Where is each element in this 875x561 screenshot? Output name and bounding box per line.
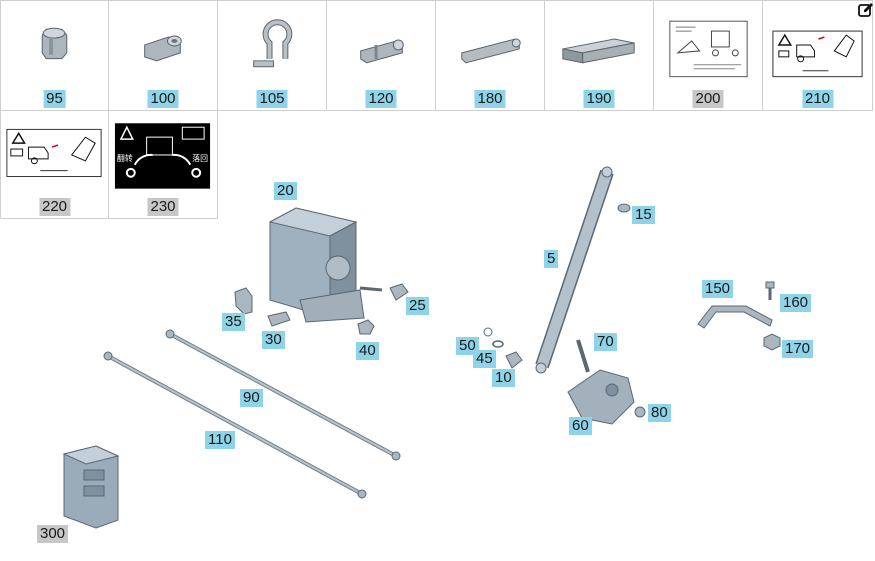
callout-110[interactable]: 110	[205, 431, 235, 449]
block-icon	[562, 38, 635, 64]
thumbnail-number: 180	[474, 90, 506, 108]
thumbnail-190[interactable]: 190	[545, 0, 654, 111]
part-ring-45	[492, 340, 504, 348]
part-bracket-35	[234, 287, 253, 315]
part-plug-40	[357, 319, 375, 335]
part-bracket-60	[567, 369, 635, 425]
callout-5[interactable]: 5	[544, 250, 559, 268]
part-bushing-15	[617, 203, 631, 213]
sleeve-nut-icon	[41, 27, 68, 60]
thumbnail-100[interactable]: 100	[109, 0, 218, 111]
label-sticker-icon	[669, 20, 748, 78]
thumbnail-number: 210	[801, 90, 834, 108]
part-valve-300	[62, 445, 120, 529]
part-fitting-30	[267, 311, 291, 327]
callout-90[interactable]: 90	[240, 389, 263, 407]
connector-sleeve-icon	[360, 39, 404, 64]
part-cylinder-5	[535, 166, 614, 374]
callout-45[interactable]: 45	[473, 350, 496, 368]
callout-15[interactable]: 15	[632, 206, 655, 224]
callout-150[interactable]: 150	[702, 280, 734, 298]
part-line-90	[165, 329, 401, 461]
callout-25[interactable]: 25	[406, 297, 429, 315]
thumbnail-230[interactable]: 翻转 落回 230	[109, 111, 218, 219]
pipe-clamp-icon	[253, 19, 293, 68]
thumbnail-105[interactable]: 105	[218, 0, 327, 111]
tilt-instruction-label-icon: 翻转 落回	[114, 123, 211, 189]
part-fitting-25	[389, 283, 409, 301]
thumbnail-120[interactable]: 120	[327, 0, 436, 111]
thumbnail-number: 100	[147, 90, 179, 108]
part-fitting-10	[505, 351, 523, 369]
callout-35[interactable]: 35	[222, 313, 245, 331]
callout-170[interactable]: 170	[782, 340, 814, 358]
part-nut-170	[763, 333, 781, 351]
thumbnail-220[interactable]: 220	[0, 111, 109, 219]
thumbnail-210[interactable]: 210	[763, 0, 873, 111]
bushing-icon	[144, 35, 182, 62]
callout-70[interactable]: 70	[594, 333, 617, 351]
callout-40[interactable]: 40	[356, 342, 379, 360]
tube-icon	[461, 38, 521, 64]
thumbnail-number: 120	[365, 90, 397, 108]
part-bolt-70	[576, 339, 590, 373]
thumbnail-180[interactable]: 180	[436, 0, 545, 111]
warning-label-icon	[772, 30, 863, 78]
label-230-right-text: 落回	[192, 153, 208, 163]
thumbnail-number: 95	[43, 90, 66, 108]
label-230-left-text: 翻转	[117, 153, 133, 163]
callout-80[interactable]: 80	[648, 404, 671, 422]
callout-60[interactable]: 60	[569, 417, 592, 435]
thumbnail-number: 230	[147, 198, 179, 216]
thumbnail-number: 220	[38, 198, 71, 216]
part-strap-150	[697, 305, 773, 329]
thumbnail-number: 190	[583, 90, 615, 108]
part-clip-50	[483, 327, 493, 337]
callout-30[interactable]: 30	[262, 331, 285, 349]
part-bolt-160	[765, 281, 775, 300]
callout-20[interactable]: 20	[274, 182, 297, 200]
part-line-110	[103, 351, 367, 499]
thumbnail-200[interactable]: 200	[654, 0, 763, 111]
callout-10[interactable]: 10	[492, 369, 515, 387]
callout-300[interactable]: 300	[37, 525, 69, 543]
callout-160[interactable]: 160	[780, 294, 812, 312]
part-tank-pump	[268, 207, 383, 323]
thumbnail-number: 200	[692, 90, 724, 108]
part-nut-80	[634, 406, 646, 418]
warning-label-icon	[6, 128, 102, 178]
thumbnail-95[interactable]: 95	[0, 0, 109, 111]
edit-icon[interactable]	[858, 2, 874, 18]
thumbnail-number: 105	[256, 90, 288, 108]
